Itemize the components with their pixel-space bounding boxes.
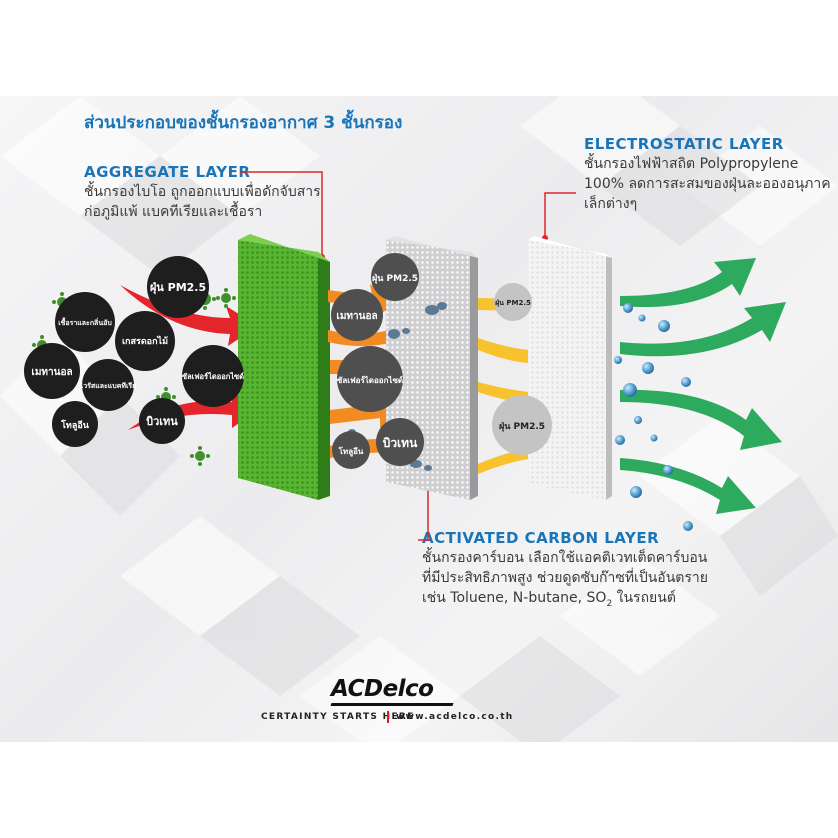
bubble-label-methanol-left: เมทานอล [31,367,72,378]
brand-tagline: CERTAINTY STARTS HERE [261,712,415,722]
bubble-label-sulfur-left: ซัลเฟอร์ไดออกไซด์ [182,371,244,381]
bubble-label-virus: ไวรัสและแบคทีเรีย [79,381,137,390]
electrostatic-layer-title: ELECTROSTATIC LAYER [584,135,784,153]
pollutant-bubble-pm25-carbon: ฝุ่น PM2.5 [371,253,419,301]
pollutant-bubble-sulfur-left: ซัลเฟอร์ไดออกไซด์ [182,345,244,407]
green-arrow-4 [620,458,756,514]
pollutant-bubble-toluene-left: โทลูอีน [52,401,98,447]
page-title: ส่วนประกอบของชั้นกรองอากาศ 3 ชั้นกรอง [84,113,403,133]
pollutant-bubble-butane-left: บิวเทน [139,398,185,444]
trapped-particle [437,302,447,310]
faceted-background-pattern [0,96,838,742]
air-particle [630,486,642,498]
germ-icon [190,446,210,466]
pollutant-bubble-pollen: เกสรดอกไม้ [115,311,175,371]
carbon-desc-line-1: ชั้นกรองคาร์บอน เลือกใช้แอคติเวทเต็ดคาร์… [422,550,708,566]
air-particle [615,435,625,445]
carbon-desc-subscript: 2 [606,598,613,609]
air-particle [642,362,654,374]
bubble-label-pm25: ฝุ่น PM2.5 [150,281,206,295]
bubble-label-butane-left: บิวเทน [146,415,178,428]
acdelco-logo: ACDelco [331,676,434,702]
carbon-desc-line-2: ที่มีประสิทธิภาพสูง ช่วยดูดซับก๊าซที่เป็… [422,570,708,586]
bubble-label-toluene-carbon: โทลูอีน [338,446,364,457]
logo-underline [330,703,454,706]
bubble-label-pm25-electrostatic: ฝุ่น PM2.5 [499,421,545,432]
electrostatic-layer-description: ชั้นกรองไฟฟ้าสถิต Polypropylene 100% ลดก… [584,156,831,212]
pollutant-bubble-sulfur-carbon: ซัลเฟอร์ไดออกไซด์ [337,346,403,412]
pollutant-bubble-toluene-carbon: โทลูอีน [332,431,370,469]
air-particle [638,314,646,322]
aggregate-layer-title: AGGREGATE LAYER [84,163,251,181]
carbon-pointer-line [418,473,429,541]
green-arrow-2 [620,302,786,357]
air-particle [650,434,658,442]
green-arrow-1 [620,258,756,308]
germ-icon [216,288,236,308]
air-particle [681,377,691,387]
pollutant-bubble-fungi: เชื้อราและกลิ่นอับ [55,292,115,352]
bubble-label-toluene-left: โทลูอีน [60,419,90,431]
aggregate-layer-description: ชั้นกรองไบโอ ถูกออกแบบเพื่อดักจับสารก่อภ… [84,184,321,220]
tagline-separator [387,711,389,723]
bubble-label-sulfur-carbon: ซัลเฟอร์ไดออกไซด์ [337,375,403,385]
carbon-desc-line-3: เช่น Toluene, N-butane, SO2 ในรถยนต์ [422,588,782,614]
bubble-label-butane-carbon: บิวเทน [383,436,418,450]
pollutant-bubble-butane-carbon: บิวเทน [376,418,424,466]
bubble-label-pm25-carbon: ฝุ่น PM2.5 [372,273,418,284]
air-particle [683,521,693,531]
air-particle [614,356,622,364]
carbon-layer-description: ชั้นกรองคาร์บอน เลือกใช้แอคติเวทเต็ดคาร์… [422,548,782,614]
clean-air-particles [614,303,693,531]
trapped-particle [425,305,439,315]
pointer-lines [240,171,576,541]
pollutant-bubble-methanol-carbon: เมทานอล [331,289,383,341]
background-panel [0,96,838,742]
pollutant-bubble-pm25-small-electrostatic: ฝุ่น PM2.5 [494,283,532,321]
pollutant-bubble-virus: ไวรัสและแบคทีเรีย [79,359,137,411]
air-particle [658,320,670,332]
bubble-label-fungi: เชื้อราและกลิ่นอับ [58,316,112,327]
air-particle [623,383,637,397]
trapped-particle [424,465,432,471]
air-particle [623,303,633,313]
brand-website: www.acdelco.co.th [396,712,514,722]
red-arrow-bottom [128,390,260,430]
aggregate-pointer-line [240,171,323,255]
pollutant-bubble-pm25-large: ฝุ่น PM2.5 [147,256,209,318]
carbon-layer-title: ACTIVATED CARBON LAYER [422,529,660,547]
bubble-label-pm25-small: ฝุ่น PM2.5 [495,299,531,307]
air-particle [634,416,642,424]
green-arrow-3 [620,389,782,450]
bubble-label-methanol-carbon: เมทานอล [336,311,377,322]
air-particle [663,465,673,475]
electrostatic-pointer-line [544,192,576,236]
carbon-desc-line-3-post: ในรถยนต์ [612,590,676,606]
bubble-label-pollen: เกสรดอกไม้ [122,335,168,347]
carbon-desc-line-3-pre: เช่น Toluene, N-butane, SO [422,590,607,606]
pollutant-bubble-pm25-electrostatic: ฝุ่น PM2.5 [492,395,552,455]
trapped-particle [402,328,410,334]
aggregate-layer-panel [238,234,330,500]
trapped-particle [388,329,400,339]
outgoing-arrows [620,258,786,514]
electrostatic-layer-panel [528,236,612,500]
pollutant-bubble-methanol-left: เมทานอล [24,343,80,399]
